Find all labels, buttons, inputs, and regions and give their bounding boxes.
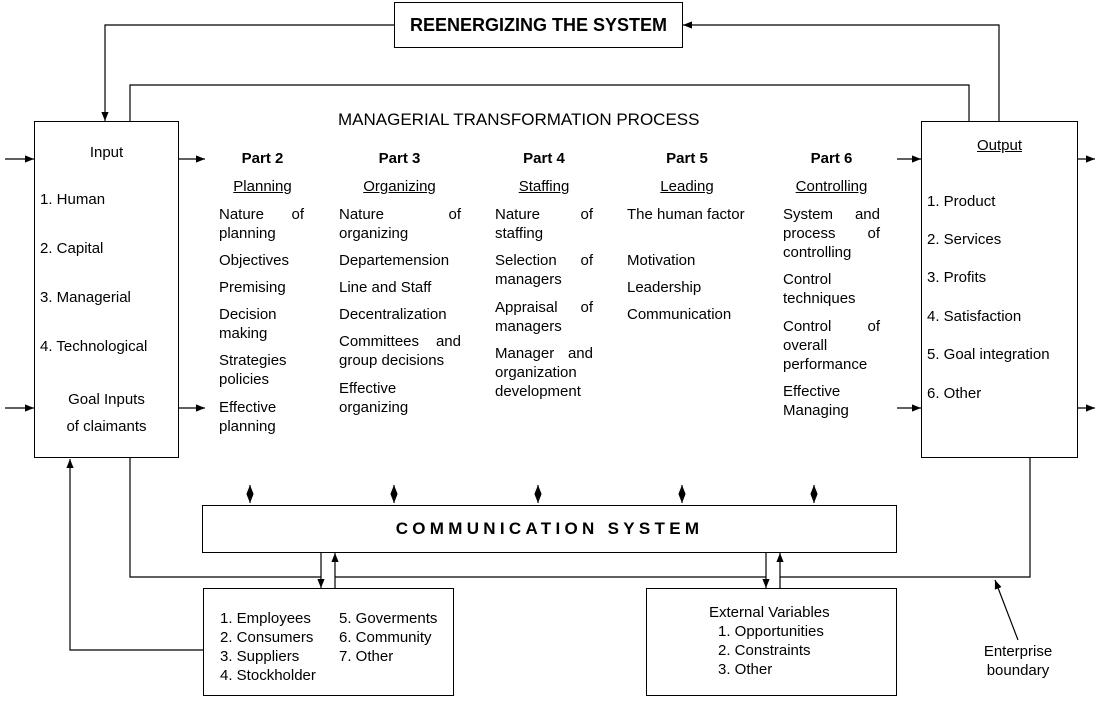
part2-heading: Planning (233, 178, 292, 195)
input-item: 1. Human (40, 191, 106, 208)
enterprise-boundary-bottom-right (780, 458, 1031, 578)
part5-item: Communication (627, 306, 732, 323)
part3-item: Effective organizing (339, 380, 409, 416)
stakeholders-box (203, 588, 454, 696)
stakeholder-item: 2. Consumers (220, 629, 314, 646)
part6-item: Effective Managing (783, 383, 849, 419)
external-item: 2. Constraints (718, 642, 811, 659)
part5-heading: Leading (660, 178, 714, 195)
output-item: 1. Product (927, 193, 996, 210)
reenergizing-title: REENERGIZING THE SYSTEM (409, 14, 668, 35)
part5-item: The human factor (627, 206, 745, 223)
output-heading: Output (976, 137, 1023, 154)
stakeholder-item: 6. Community (339, 629, 432, 646)
part5-title: Part 5 (666, 150, 708, 167)
part3-heading: Organizing (363, 178, 436, 195)
part4-item: Appraisal of managers (495, 299, 593, 335)
input-item: 4. Technological (40, 338, 148, 355)
input-box (34, 121, 179, 458)
enterprise-boundary-bottom-left (129, 458, 321, 578)
part2-item: Strategies policies (219, 352, 287, 388)
output-box (921, 121, 1078, 458)
part2-item: Objectives (219, 252, 290, 269)
output-item: 3. Profits (927, 269, 987, 286)
part6-item: Control techniques (783, 271, 856, 307)
stakeholder-item: 1. Employees (220, 610, 311, 627)
communication-system-box: COMMUNICATION SYSTEM (202, 505, 897, 553)
goal-inputs-line2: of claimants (66, 418, 147, 435)
goal-inputs-line1: Goal Inputs (68, 391, 145, 408)
part4-item: Nature of staffing (495, 206, 593, 242)
input-item: 3. Managerial (40, 289, 131, 306)
reenergize-feedback-arrow (683, 21, 1000, 122)
part2-title: Part 2 (241, 150, 284, 167)
external-item: 3. Other (718, 661, 773, 678)
part2-item: Premising (219, 279, 286, 296)
stakeholders-to-input-arrow (66, 459, 203, 651)
output-item: 2. Services (927, 231, 1002, 248)
part3-title: Part 3 (378, 150, 421, 167)
part6-item: Control of overall performance (783, 318, 880, 373)
boundary-pointer-arrow (994, 579, 1019, 641)
part6-title: Part 6 (810, 150, 853, 167)
stakeholder-item: 4. Stockholder (220, 667, 316, 684)
part5-item: Motivation (627, 252, 696, 269)
output-item: 4. Satisfaction (927, 308, 1022, 325)
input-heading: Input (89, 144, 124, 161)
reenergizing-title-box: REENERGIZING THE SYSTEM (394, 2, 683, 48)
part4-item: Selection of managers (495, 252, 593, 288)
external-variables-box (646, 588, 897, 696)
stakeholder-item: 5. Goverments (339, 610, 438, 627)
external-item: 1. Opportunities (718, 623, 824, 640)
communication-system-label: COMMUNICATION SYSTEM (395, 519, 704, 538)
boundary-label-line2: boundary (986, 662, 1050, 679)
part4-title: Part 4 (523, 150, 565, 167)
part5-item: Leadership (627, 279, 702, 296)
part2-item: Effective planning (219, 399, 277, 435)
part6-heading: Controlling (795, 178, 868, 195)
part4-item: Manager and organization development (495, 345, 593, 400)
stakeholder-item: 7. Other (339, 648, 394, 665)
part3-item: Decentralization (339, 306, 447, 323)
enterprise-boundary-top (129, 84, 970, 122)
part6-item: System and process of controlling (783, 206, 880, 261)
output-item: 5. Goal integration (927, 346, 1050, 363)
part2-item: Nature of planning (219, 206, 304, 242)
part3-item: Departemension (339, 252, 450, 269)
part3-item: Committees and group decisions (339, 333, 461, 369)
part4-heading: Staffing (518, 178, 570, 195)
process-title: MANAGERIAL TRANSFORMATION PROCESS (338, 110, 700, 129)
external-heading: External Variables (709, 604, 830, 621)
input-item: 2. Capital (40, 240, 104, 257)
part2-item: Decision making (219, 306, 277, 342)
reenergize-to-input-arrow (101, 24, 394, 121)
part3-item: Nature of organizing (339, 206, 461, 242)
boundary-label-line1: Enterprise (983, 643, 1053, 660)
stakeholder-item: 3. Suppliers (220, 648, 300, 665)
part3-item: Line and Staff (339, 279, 432, 296)
output-item: 6. Other (927, 385, 982, 402)
